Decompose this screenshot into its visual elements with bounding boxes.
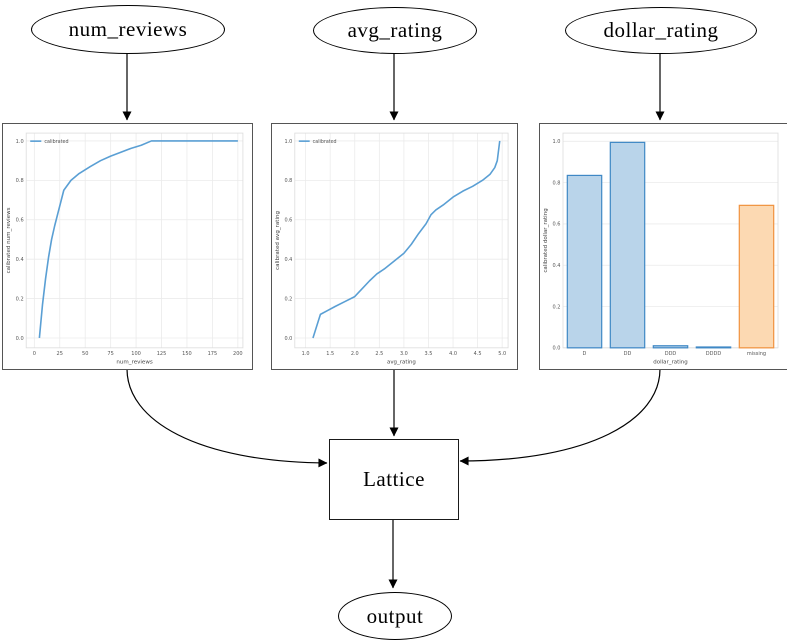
chart-calibrated-num-reviews: 0.0 0.2 0.4 0.6 0.8 1.0 0 25 50 75 100 125 150 175 200… — [2, 123, 253, 370]
x-axis-label: avg_rating — [387, 359, 416, 365]
x-tick-label: 1.0 — [302, 351, 310, 357]
x-tick-label: 200 — [233, 351, 243, 357]
bar-DDDD — [695, 346, 732, 349]
bar-DD — [609, 141, 646, 349]
node-lattice-label: Lattice — [363, 467, 425, 491]
y-tick-label: 1.0 — [284, 139, 292, 145]
legend-label: calibrated — [313, 139, 337, 145]
y-axis-label: calibrated avg_rating — [275, 211, 281, 270]
chart-calibrated-avg-rating: 0.0 0.2 0.4 0.6 0.8 1.0 1.0 1.5 2.0 2.5 3.0 3.5 4.0 4… — [271, 123, 518, 370]
y-tick-label: 0.4 — [553, 263, 561, 269]
node-avg-rating: avg_rating — [313, 7, 477, 54]
x-tick-label: 2.0 — [351, 351, 359, 357]
x-tick-label: DD — [624, 351, 632, 357]
x-tick-label: 150 — [182, 351, 192, 357]
y-tick-label: 1.0 — [553, 139, 561, 145]
x-tick-label: 100 — [131, 351, 141, 357]
y-tick-label: 0.2 — [553, 304, 561, 310]
y-tick-label: 0.6 — [16, 218, 24, 224]
x-tick-label: 1.5 — [326, 351, 334, 357]
node-dollar-rating-label: dollar_rating — [603, 18, 719, 42]
x-tick-label: DDD — [665, 351, 677, 357]
node-output-label: output — [366, 603, 424, 628]
calibration-curve — [312, 140, 501, 339]
calibration-plot-svg: 0.0 0.2 0.4 0.6 0.8 1.0 0 25 50 75 100 125 150 175 200… — [3, 124, 252, 369]
y-axis-label: calibrated num_reviews — [6, 207, 12, 273]
y-tick-label: 0.0 — [284, 336, 292, 342]
x-tick-label: 75 — [107, 351, 113, 357]
calibration-plot-svg: 0.0 0.2 0.4 0.6 0.8 1.0 1.0 1.5 2.0 2.5 3.0 3.5 4.0 4… — [272, 124, 517, 369]
x-tick-label: 4.0 — [449, 351, 457, 357]
x-tick-label: 0 — [33, 351, 36, 357]
x-tick-label: DDDD — [706, 351, 722, 357]
node-num-reviews-label: num_reviews — [68, 17, 188, 41]
y-tick-label: 0.2 — [16, 296, 24, 302]
x-tick-label: 5.0 — [498, 351, 506, 357]
x-tick-label: 50 — [82, 351, 88, 357]
y-tick-label: 0.6 — [284, 218, 292, 224]
x-tick-label: 25 — [57, 351, 63, 357]
node-avg-rating-label: avg_rating — [347, 18, 443, 42]
bar-D — [566, 174, 603, 349]
x-tick-label: 2.5 — [375, 351, 383, 357]
calibration-curve — [38, 140, 238, 339]
x-axis-label: num_reviews — [116, 359, 152, 365]
y-tick-label: 0.0 — [553, 346, 561, 352]
node-lattice: Lattice — [329, 439, 459, 520]
y-tick-label: 0.8 — [553, 180, 561, 186]
x-tick-label: missing — [747, 351, 766, 357]
y-tick-label: 0.8 — [284, 178, 292, 184]
legend-label: calibrated — [44, 139, 68, 145]
x-tick-label: 175 — [208, 351, 218, 357]
y-axis-label: calibrated dollar_rating — [543, 208, 549, 272]
edge-calibrator1-to-lattice — [126, 368, 328, 468]
y-tick-label: 0.4 — [16, 257, 24, 263]
edge-calibrator3-to-lattice — [459, 368, 661, 466]
bar-missing — [738, 204, 775, 349]
bar-DDD — [652, 345, 689, 349]
x-axis-label: dollar_rating — [653, 359, 688, 365]
y-tick-label: 0.8 — [16, 178, 24, 184]
x-tick-label: 3.0 — [400, 351, 408, 357]
x-tick-label: 125 — [157, 351, 167, 357]
y-tick-label: 1.0 — [16, 139, 24, 145]
x-tick-label: 4.5 — [474, 351, 482, 357]
node-dollar-rating: dollar_rating — [565, 7, 757, 54]
node-num-reviews: num_reviews — [31, 5, 225, 54]
y-tick-label: 0.2 — [284, 296, 292, 302]
y-tick-label: 0.6 — [553, 222, 561, 228]
y-tick-label: 0.4 — [284, 257, 292, 263]
x-tick-label: D — [583, 351, 587, 357]
node-output: output — [338, 592, 452, 640]
y-tick-label: 0.0 — [16, 336, 24, 342]
x-tick-label: 3.5 — [425, 351, 433, 357]
